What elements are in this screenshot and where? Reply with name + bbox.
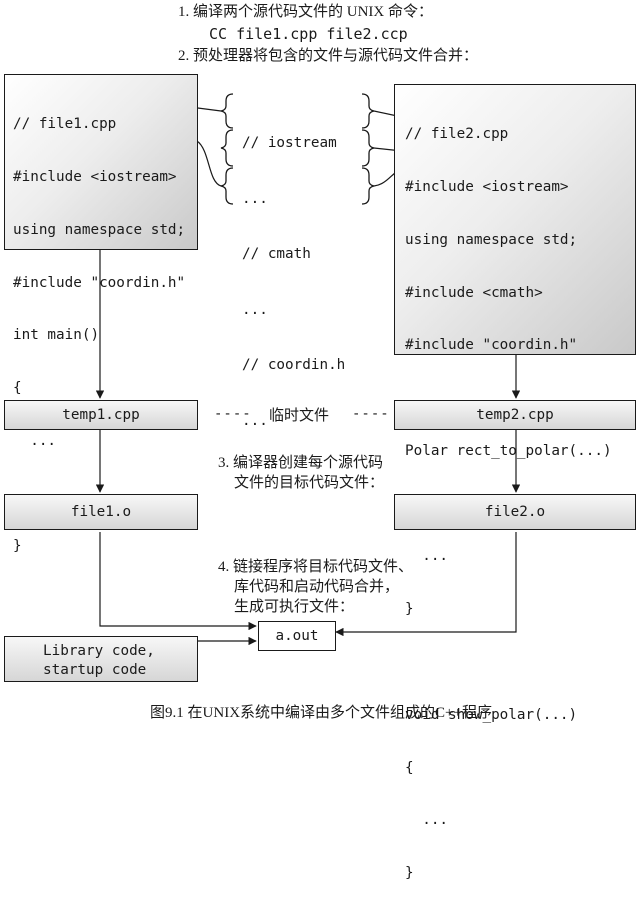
brace-left-1	[220, 93, 234, 129]
library-code-box: Library code, startup code	[4, 636, 198, 682]
file1-line: int main()	[13, 327, 100, 344]
compilation-diagram: 1. 编译两个源代码文件的 UNIX 命令： CC file1.cpp file…	[4, 4, 636, 881]
temp-dashes-left: ----	[214, 406, 252, 422]
header-line: // cmath	[242, 246, 311, 262]
file2-o-label: file2.o	[484, 504, 546, 520]
a-out-box: a.out	[258, 621, 336, 651]
figure-caption: 图9.1 在UNIX系统中编译由多个文件组成的C++程序	[150, 705, 492, 721]
file1-line: using namespace std;	[13, 221, 186, 238]
step-3-line-1: 3. 编译器创建每个源代码	[218, 455, 384, 471]
file2-line	[405, 654, 612, 672]
file2-line: #include <iostream>	[405, 178, 569, 195]
file2-line: #include "coordin.h"	[405, 337, 578, 354]
file2-o-box: file2.o	[394, 494, 636, 530]
file2-line: }	[405, 865, 414, 882]
file1-cpp-box: // file1.cpp #include <iostream> using n…	[4, 74, 198, 554]
file2-cpp-box: // file2.cpp #include <iostream> using n…	[394, 84, 636, 881]
header-files: // iostream ... // cmath ... // coordin.…	[242, 97, 345, 467]
connector-lines	[95, 93, 521, 646]
arrow-file2o-to-aout	[335, 532, 517, 637]
header-line: ...	[242, 301, 268, 318]
file1-code: // file1.cpp #include <iostream> using n…	[13, 81, 185, 591]
header-line: // coordin.h	[242, 357, 346, 373]
file1-line: }	[13, 538, 22, 555]
file2-line: void show_polar(...)	[405, 706, 578, 723]
library-line-2: startup code	[43, 662, 147, 678]
temp1-cpp-box: temp1.cpp	[4, 400, 198, 430]
brace-left-3	[220, 167, 234, 205]
file1-o-label: file1.o	[70, 504, 132, 520]
step-4-line-1: 4. 链接程序将目标代码文件、	[218, 559, 414, 575]
file2-line: // file2.cpp	[405, 126, 509, 143]
file1-line: #include "coordin.h"	[13, 274, 186, 291]
temp-dashes-right: ----	[352, 406, 390, 422]
arrow-file1o-to-aout	[99, 532, 257, 631]
brace-left-2	[220, 129, 234, 167]
header-line: ...	[242, 412, 268, 429]
file1-line: {	[13, 380, 22, 397]
file2-line: Polar rect_to_polar(...)	[405, 442, 612, 459]
step-4-line-2: 库代码和启动代码合并，	[234, 579, 400, 595]
temp-files-label: 临时文件	[269, 408, 330, 424]
file2-line: {	[405, 759, 414, 776]
header-line: ...	[242, 190, 268, 207]
step-2-text: 2. 预处理器将包含的文件与源代码文件合并：	[178, 48, 479, 64]
file2-line: ...	[405, 812, 449, 829]
library-line-1: Library code,	[43, 643, 155, 659]
file1-coordin-link	[196, 140, 222, 187]
step-4-line-3: 生成可执行文件：	[234, 599, 355, 615]
file1-line: // file1.cpp	[13, 116, 117, 133]
file2-line: using namespace std;	[405, 231, 578, 248]
brace-right-2	[361, 129, 375, 167]
step-1-text: 1. 编译两个源代码文件的 UNIX 命令：	[178, 4, 433, 20]
brace-right-1	[361, 93, 375, 129]
file1-line: ...	[13, 432, 57, 449]
file2-line: ...	[405, 548, 449, 565]
file2-line: #include <cmath>	[405, 284, 543, 301]
temp1-label: temp1.cpp	[62, 407, 140, 423]
compile-command: CC file1.cpp file2.ccp	[209, 25, 408, 43]
file1-o-box: file1.o	[4, 494, 198, 530]
brace-right-3	[361, 167, 375, 205]
file2-line: }	[405, 601, 414, 618]
temp2-label: temp2.cpp	[476, 407, 554, 423]
step-3-line-2: 文件的目标代码文件：	[234, 475, 385, 491]
header-line: // iostream	[242, 135, 337, 151]
a-out-label: a.out	[275, 628, 319, 644]
file1-line: #include <iostream>	[13, 168, 177, 185]
temp2-cpp-box: temp2.cpp	[394, 400, 636, 430]
